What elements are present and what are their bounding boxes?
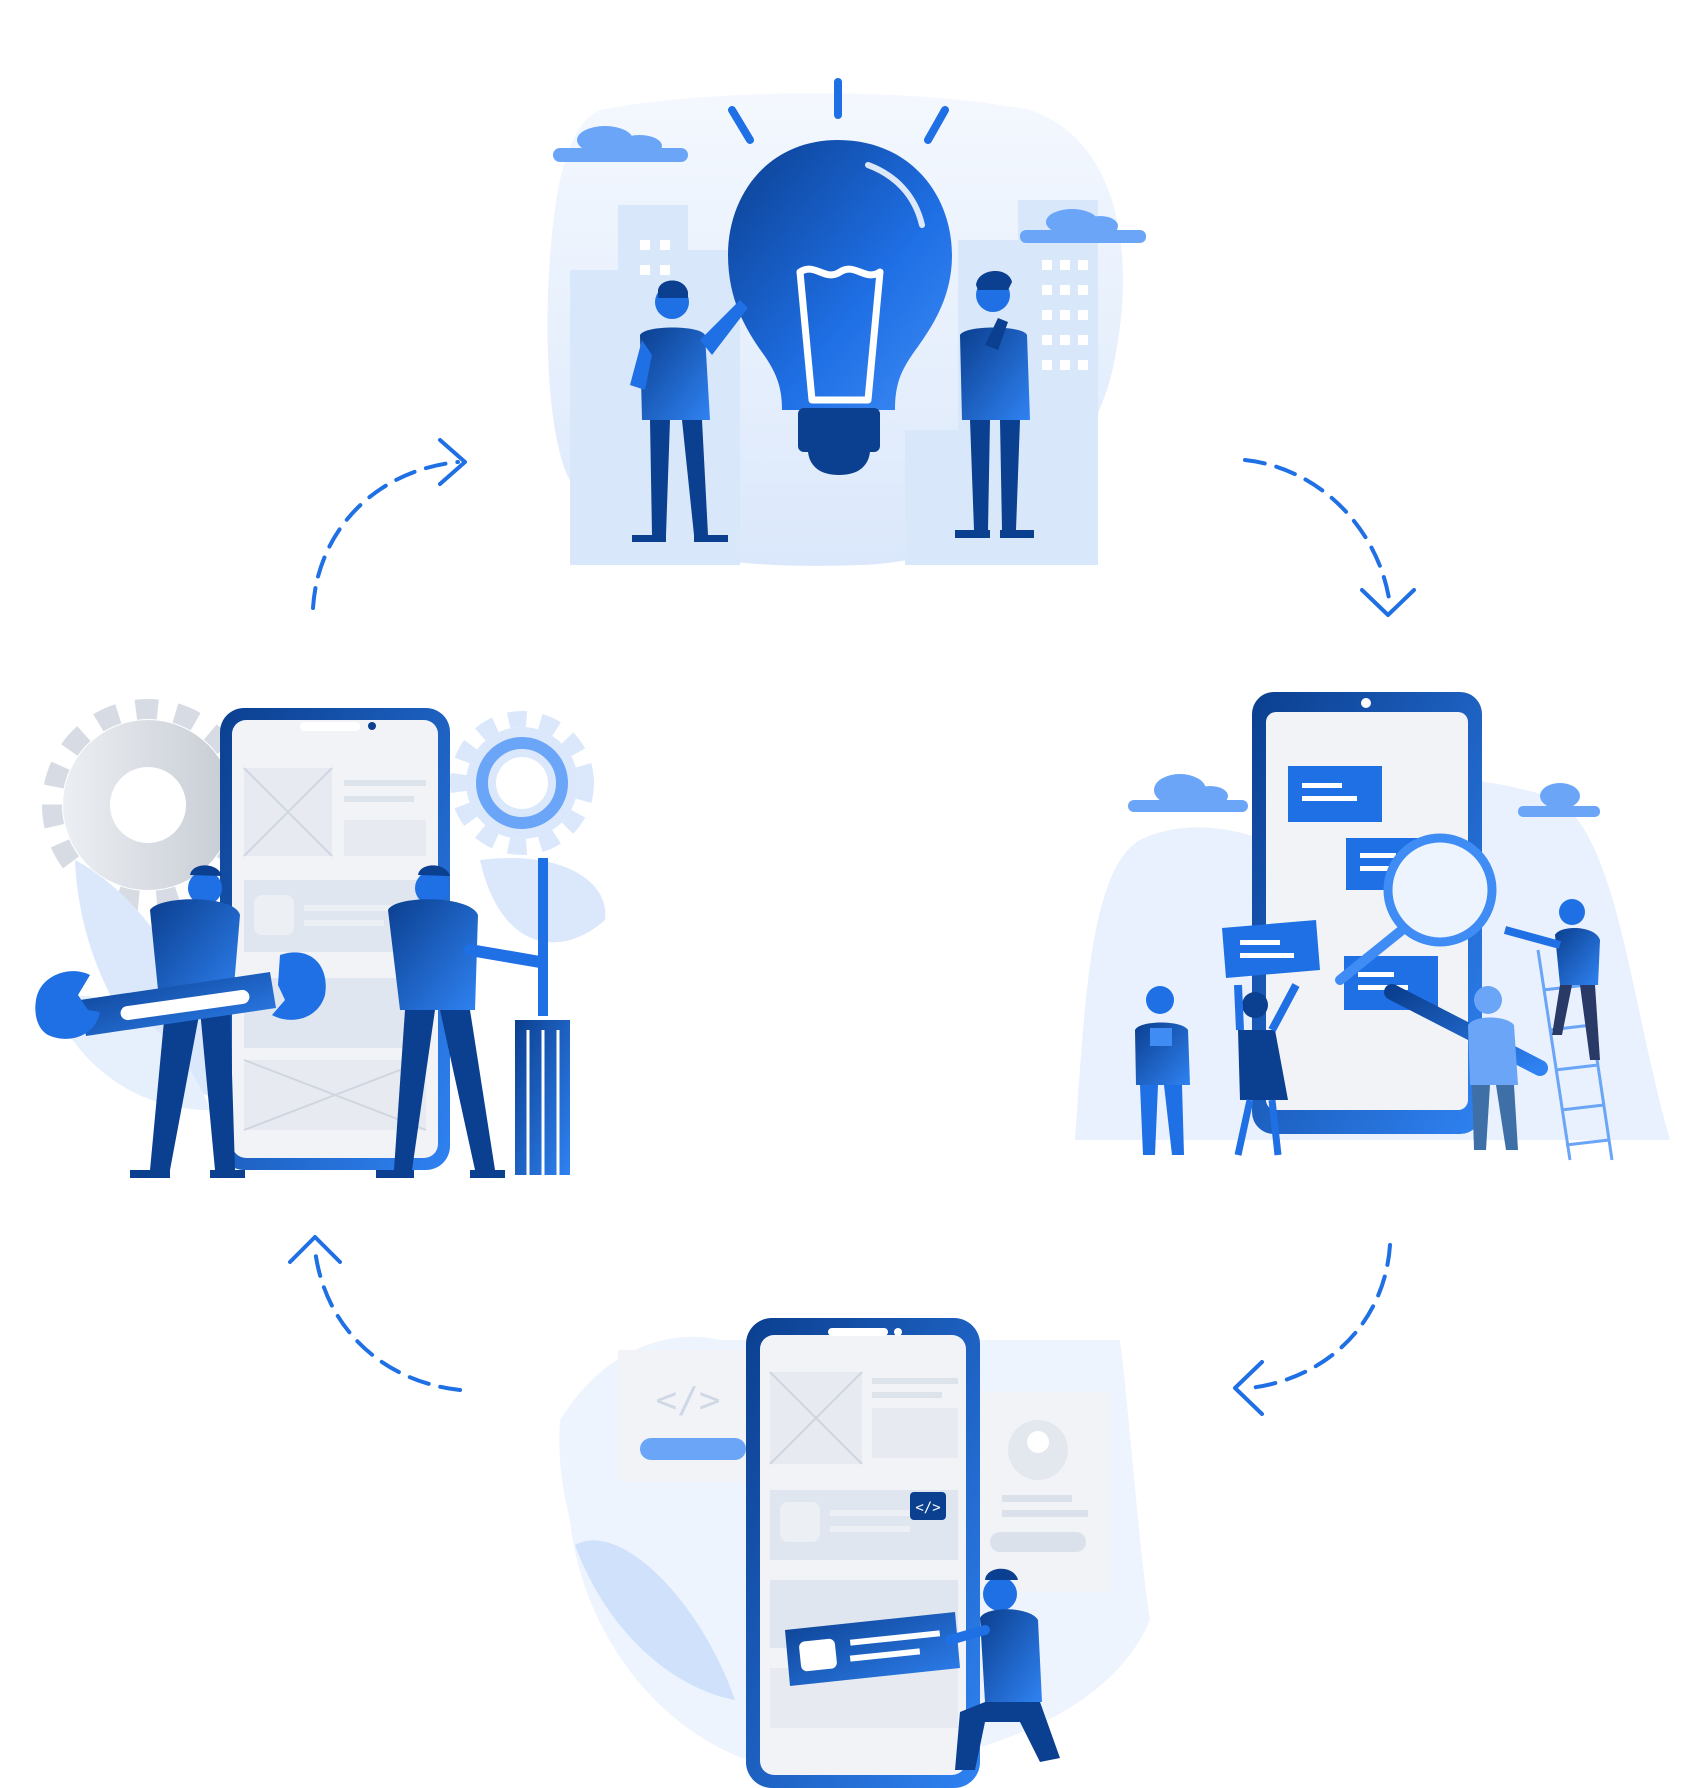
- code-badge: </>: [910, 1492, 946, 1520]
- chat-bubble: [1288, 766, 1382, 822]
- arrow-maintenance-to-idea: [311, 460, 460, 610]
- ui-card-component: [785, 1612, 960, 1686]
- stage-research: [1075, 692, 1670, 1161]
- arrowhead-icon: [288, 1235, 342, 1264]
- phone-mockup: [220, 708, 450, 1170]
- screwdriver-icon: [515, 858, 570, 1175]
- arrow-development-to-maintenance: [313, 1248, 462, 1392]
- code-icon: </>: [915, 1500, 940, 1516]
- person-figure: [1234, 983, 1300, 1156]
- person-figure: [1503, 899, 1600, 1060]
- arrowhead-icon: [1360, 588, 1416, 617]
- phone-mockup: [746, 1318, 980, 1788]
- cloud-icon: [1128, 774, 1248, 812]
- arrowhead-icon: [438, 438, 467, 486]
- profile-card: [980, 1392, 1110, 1592]
- code-icon: </>: [655, 1380, 720, 1421]
- arrowhead-icon: [1233, 1360, 1264, 1416]
- light-rays: [728, 78, 949, 144]
- person-figure: [376, 865, 546, 1178]
- image-placeholder: [243, 767, 333, 857]
- image-placeholder: [769, 1371, 863, 1465]
- person-figure: [955, 271, 1034, 538]
- gear-icon: [450, 711, 594, 855]
- person-figure: [1135, 986, 1190, 1155]
- image-placeholder: [243, 1059, 427, 1131]
- stage-maintenance: [35, 699, 606, 1178]
- stage-development: </>: [559, 1318, 1150, 1788]
- cycle-arrows: [311, 458, 1392, 1392]
- arrow-research-to-development: [1248, 1243, 1392, 1390]
- arrowheads: [288, 438, 1416, 1416]
- stage-idea: [547, 78, 1146, 566]
- cloud-icon: [553, 126, 688, 162]
- person-figure: [1468, 986, 1518, 1150]
- building-windows: [640, 240, 1088, 370]
- arrow-idea-to-research: [1243, 458, 1392, 607]
- cloud-icon: [1518, 783, 1600, 817]
- person-figure: [630, 280, 748, 542]
- cloud-icon: [1020, 209, 1146, 243]
- chat-bubble: [1222, 920, 1320, 978]
- wrench-icon: [35, 952, 326, 1039]
- leaf-decoration: [575, 1540, 735, 1700]
- magnifier-icon: [1335, 833, 1497, 985]
- lightbulb-icon: [728, 140, 952, 475]
- person-figure: [945, 1568, 1060, 1770]
- code-card: </>: [618, 1350, 758, 1482]
